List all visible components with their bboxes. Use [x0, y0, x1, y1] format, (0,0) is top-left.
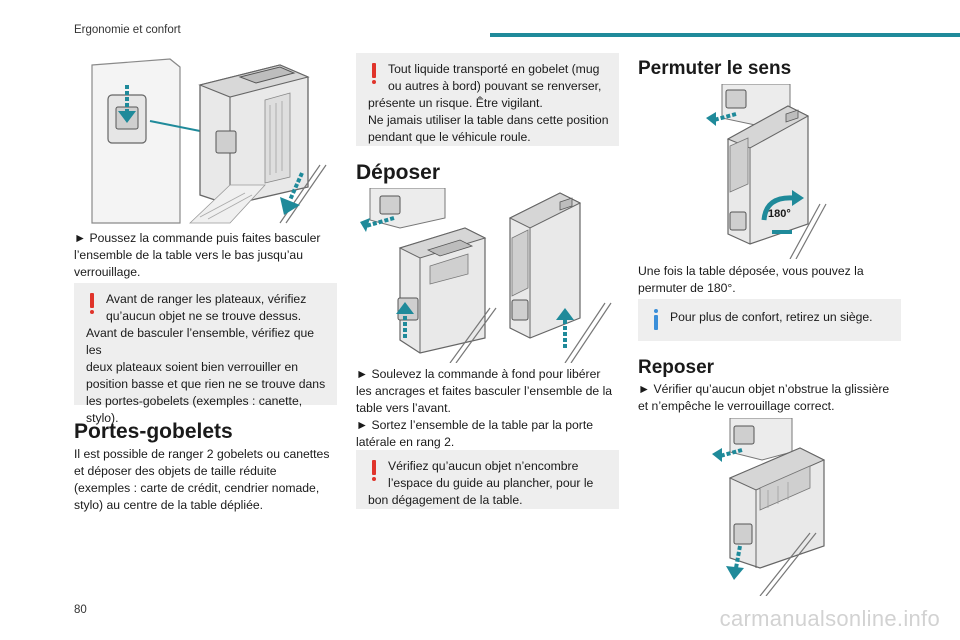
warning-icon	[371, 460, 377, 482]
warning-line: Tout liquide transporté en gobelet (mug	[388, 62, 600, 76]
warning-box-guide: Vérifiez qu’aucun objet n’encombre l’esp…	[356, 450, 619, 509]
section-title-cup-holders: Portes-gobelets	[74, 420, 233, 443]
lift-instruction: ► Soulevez la commande à fond pour libér…	[356, 367, 613, 415]
table-rotate-illustration	[706, 84, 827, 259]
rotate-paragraph: Une fois la table déposée, vous pouvez l…	[638, 264, 864, 295]
cup-holders-paragraph: Il est possible de ranger 2 gobelets ou …	[74, 447, 330, 512]
refit-instruction: ► Vérifier qu’aucun objet n’obstrue la g…	[638, 382, 890, 413]
info-box-seat: Pour plus de confort, retirez un siège.	[638, 299, 901, 341]
warning-box-storage: Avant de ranger les plateaux, vérifiez q…	[74, 283, 337, 425]
header-accent-bar	[490, 33, 960, 37]
warning-line: ou autres à bord) pouvant se renverser,	[388, 79, 602, 93]
warning-line: l’espace du guide au plancher, pour le	[388, 476, 594, 490]
watermark: carmanualsonline.info	[719, 606, 940, 631]
push-instruction: ► Poussez la commande puis faites bascul…	[74, 231, 321, 279]
warning-line: stylo).	[86, 411, 119, 425]
section-title-remove: Déposer	[356, 161, 441, 184]
warning-line: pendant que le véhicule roule.	[368, 130, 531, 144]
warning-line: Avant de basculer l’ensemble, vérifiez q…	[86, 326, 315, 357]
rotation-label: 180°	[768, 208, 791, 220]
warning-line: bon dégagement de la table.	[368, 493, 523, 507]
table-refit-illustration	[712, 418, 826, 596]
section-title-rotate: Permuter le sens	[638, 58, 792, 79]
info-line: Pour plus de confort, retirez un siège.	[670, 310, 873, 324]
warning-icon	[89, 293, 95, 315]
warning-line: Vérifiez qu’aucun objet n’encombre	[388, 459, 579, 473]
info-icon	[653, 309, 659, 331]
warning-icon	[371, 63, 377, 85]
section-title-refit: Reposer	[638, 357, 715, 378]
section-header-title: Ergonomie et confort	[74, 24, 181, 36]
warning-line: qu’aucun objet ne se trouve dessus.	[106, 309, 302, 323]
page-number: 80	[74, 604, 87, 616]
remove-instruction: ► Sortez l’ensemble de la table par la p…	[356, 418, 593, 449]
table-lock-illustration	[91, 58, 327, 224]
warning-line: les portes-gobelets (exemples : canette,	[86, 394, 303, 408]
warning-line: deux plateaux soient bien verrouiller en	[86, 360, 299, 374]
warning-line: Ne jamais utiliser la table dans cette p…	[368, 113, 609, 127]
warning-line: présente un risque. Être vigilant.	[368, 96, 543, 110]
warning-line: Avant de ranger les plateaux, vérifiez	[106, 292, 307, 306]
warning-line: position basse et que rien ne se trouve …	[86, 377, 326, 391]
table-remove-illustration	[360, 188, 612, 363]
warning-box-liquids: Tout liquide transporté en gobelet (mug …	[356, 53, 619, 146]
